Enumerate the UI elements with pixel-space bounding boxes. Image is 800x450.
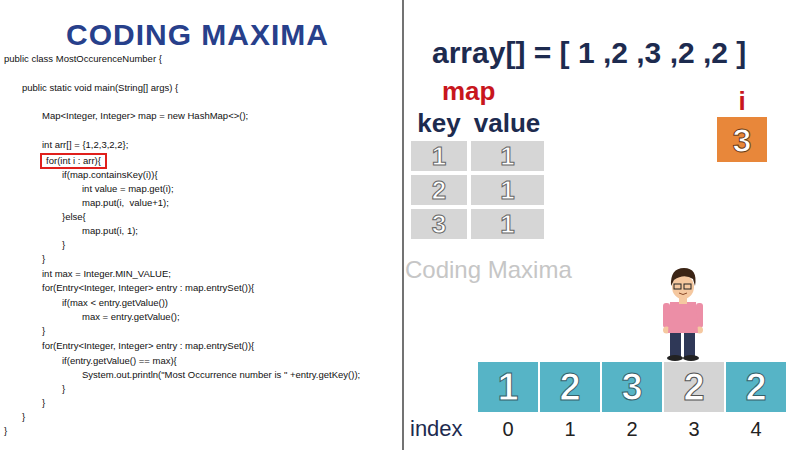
index-number: 4 [750,419,761,439]
variable-name: i [738,88,745,114]
index-number: 1 [564,419,575,439]
array-cell: 2 [726,362,786,412]
code-line: System.out.println("Most Occurrence numb… [82,370,360,380]
array-cell: 3 [602,362,662,412]
index-number: 0 [502,419,513,439]
array-cell: 1 [478,362,538,412]
person-shirt [668,302,698,333]
code-line: int value = map.get(i); [82,184,174,194]
code-line: } [62,240,65,250]
code-line: } [42,326,45,336]
map-key-cell: 1 [410,140,468,172]
array-value: 2 [559,368,580,406]
map-key: 2 [432,177,446,203]
logo-text: CODING MAXIMA [66,20,329,50]
person-shoe [667,355,683,361]
code-line: public class MostOccurenceNumber { [4,54,162,64]
array-value: 1 [497,368,518,406]
map-key-cell: 3 [410,208,468,240]
code-line: if(max < entry.getValue()) [62,298,168,308]
array-heading: array[] = [ 1 ,2 ,3 ,2 ,2 ] [432,38,746,68]
code-line: if(entry.getValue() == max){ [62,356,177,366]
code-line: map.put(i, 1); [82,226,138,236]
person-glasses [684,284,691,289]
person-leg [684,331,695,357]
watermark: Coding Maxima [405,258,572,282]
highlighted-code-line: for(int i : arr){ [40,153,107,169]
code-line: map.put(i, value+1); [82,198,169,208]
code-line: for(Entry<Integer, Integer> entry : map.… [42,341,254,351]
array-value: 2 [745,368,766,406]
array-value: 3 [621,368,642,406]
code-line: max = entry.getValue(); [82,312,180,322]
map-title: map [442,78,495,104]
index-number: 2 [626,419,637,439]
code-line: } [62,384,65,394]
panel-divider [402,0,404,450]
loop-variable-value: 3 [733,123,752,157]
code-line: }else{ [62,212,86,222]
code-line: } [4,426,7,436]
code-line: } [42,398,45,408]
map-key: 3 [432,211,446,237]
column-header: key [417,110,460,136]
code-line: for(int i : arr){ [46,156,101,166]
person-hair [671,268,696,286]
person-mouth [679,293,687,295]
code-line: for(Entry<Integer, Integer> entry : map.… [42,283,254,293]
code-line: public static void main(String[] args) { [22,83,178,93]
map-key: 1 [432,143,446,169]
person-glasses [674,284,681,289]
map-value-cell: 1 [470,208,545,240]
column-header: value [474,110,541,136]
code-line: } [22,412,25,422]
array-cell: 2 [664,362,724,412]
map-value-cell: 1 [470,174,545,206]
map-value-cell: 1 [470,140,545,172]
array-cell: 2 [540,362,600,412]
code-line: int arr[] = {1,2,3,2,2}; [42,140,128,150]
map-value: 1 [500,177,514,203]
map-value: 1 [500,211,514,237]
loop-variable-box: 3 [717,117,767,162]
code-line: } [42,254,45,264]
person-leg [670,331,681,357]
code-line: Map<Integer, Integer> map = new HashMap<… [42,111,248,121]
index-label: index [410,418,463,440]
code-line: if(map.containsKey(i)){ [62,170,158,180]
index-number: 3 [688,419,699,439]
map-key-cell: 2 [410,174,468,206]
person-shoe [683,355,699,361]
array-value: 2 [683,368,704,406]
code-line: int max = Integer.MIN_VALUE; [42,269,171,279]
map-value: 1 [500,143,514,169]
